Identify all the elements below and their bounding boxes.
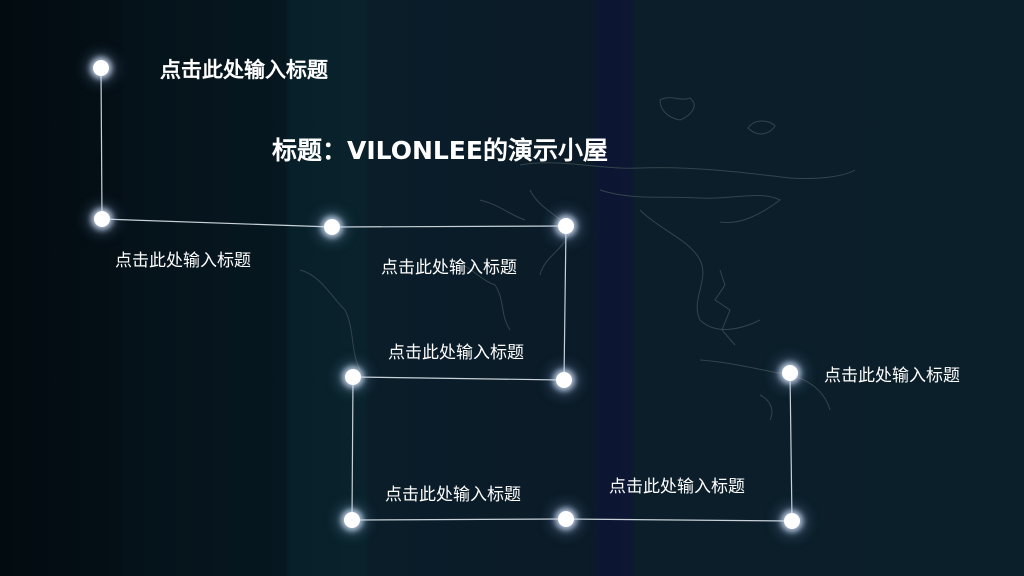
timeline-node — [782, 365, 798, 381]
top-title-label[interactable]: 点击此处输入标题 — [160, 58, 328, 82]
timeline-node — [556, 372, 572, 388]
timeline-label[interactable]: 点击此处输入标题 — [115, 251, 251, 271]
timeline-node — [558, 511, 574, 527]
timeline-node — [784, 513, 800, 529]
timeline-label[interactable]: 点击此处输入标题 — [385, 485, 521, 505]
timeline-node — [344, 512, 360, 528]
main-title[interactable]: 标题：VILONLEE的演示小屋 — [272, 136, 608, 165]
timeline-node — [345, 369, 361, 385]
timeline-label[interactable]: 点击此处输入标题 — [388, 343, 524, 363]
timeline-node — [324, 219, 340, 235]
timeline-label[interactable]: 点击此处输入标题 — [824, 366, 960, 386]
timeline-label[interactable]: 点击此处输入标题 — [381, 258, 517, 278]
timeline-label[interactable]: 点击此处输入标题 — [609, 477, 745, 497]
timeline-node — [558, 218, 574, 234]
timeline-node — [94, 211, 110, 227]
timeline-node — [93, 60, 109, 76]
